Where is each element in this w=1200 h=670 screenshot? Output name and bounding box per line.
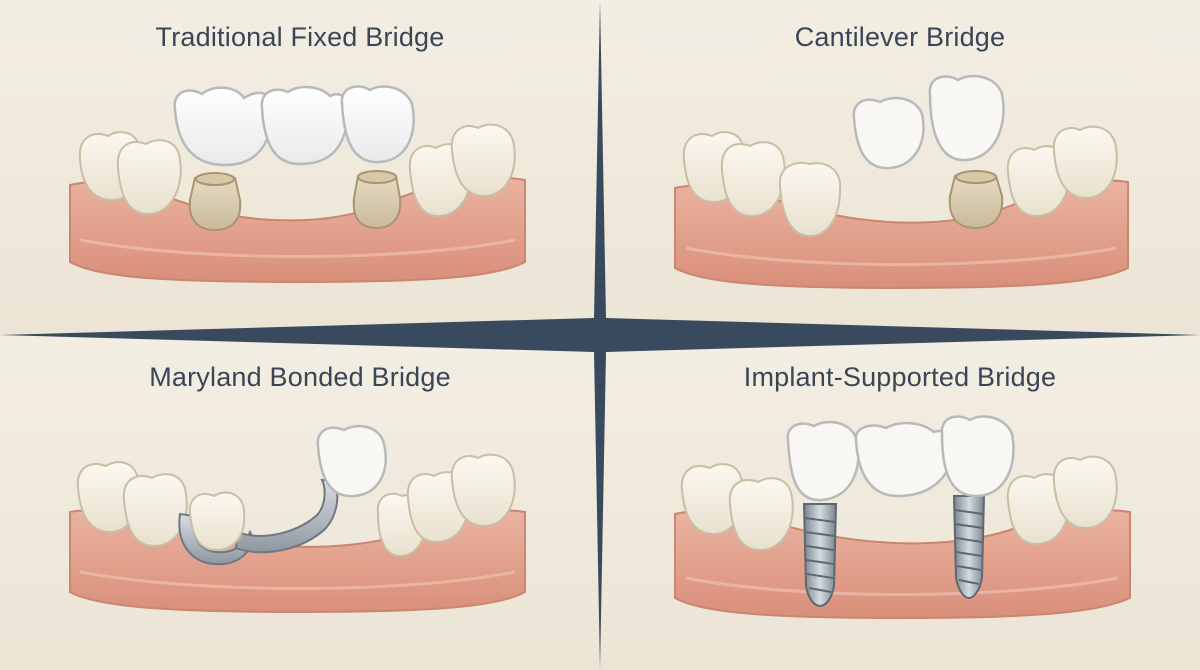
implant-bridge-illustration — [674, 415, 1131, 620]
abutment-left — [188, 172, 242, 232]
cantilever-crowns — [852, 74, 1005, 170]
panel-maryland-bonded-bridge: Maryland Bonded Bridge — [0, 336, 600, 670]
panel-implant-supported-bridge: Implant-Supported Bridge — [600, 336, 1200, 670]
abutment-right — [352, 170, 402, 230]
cantilever-bridge-illustration — [674, 74, 1129, 290]
bonded-tooth — [188, 491, 246, 552]
implant-bridge-crowns — [786, 415, 1015, 502]
bridge-crowns — [173, 85, 415, 167]
abutment — [948, 170, 1004, 230]
maryland-bridge-illustration — [69, 424, 526, 614]
pontic-tooth — [316, 424, 387, 498]
panel-traditional-fixed-bridge: Traditional Fixed Bridge — [0, 0, 600, 334]
panel-cantilever-bridge: Cantilever Bridge — [600, 0, 1200, 334]
implant-post-right — [952, 495, 986, 600]
traditional-bridge-illustration — [69, 85, 526, 284]
implant-post-left — [802, 503, 838, 608]
